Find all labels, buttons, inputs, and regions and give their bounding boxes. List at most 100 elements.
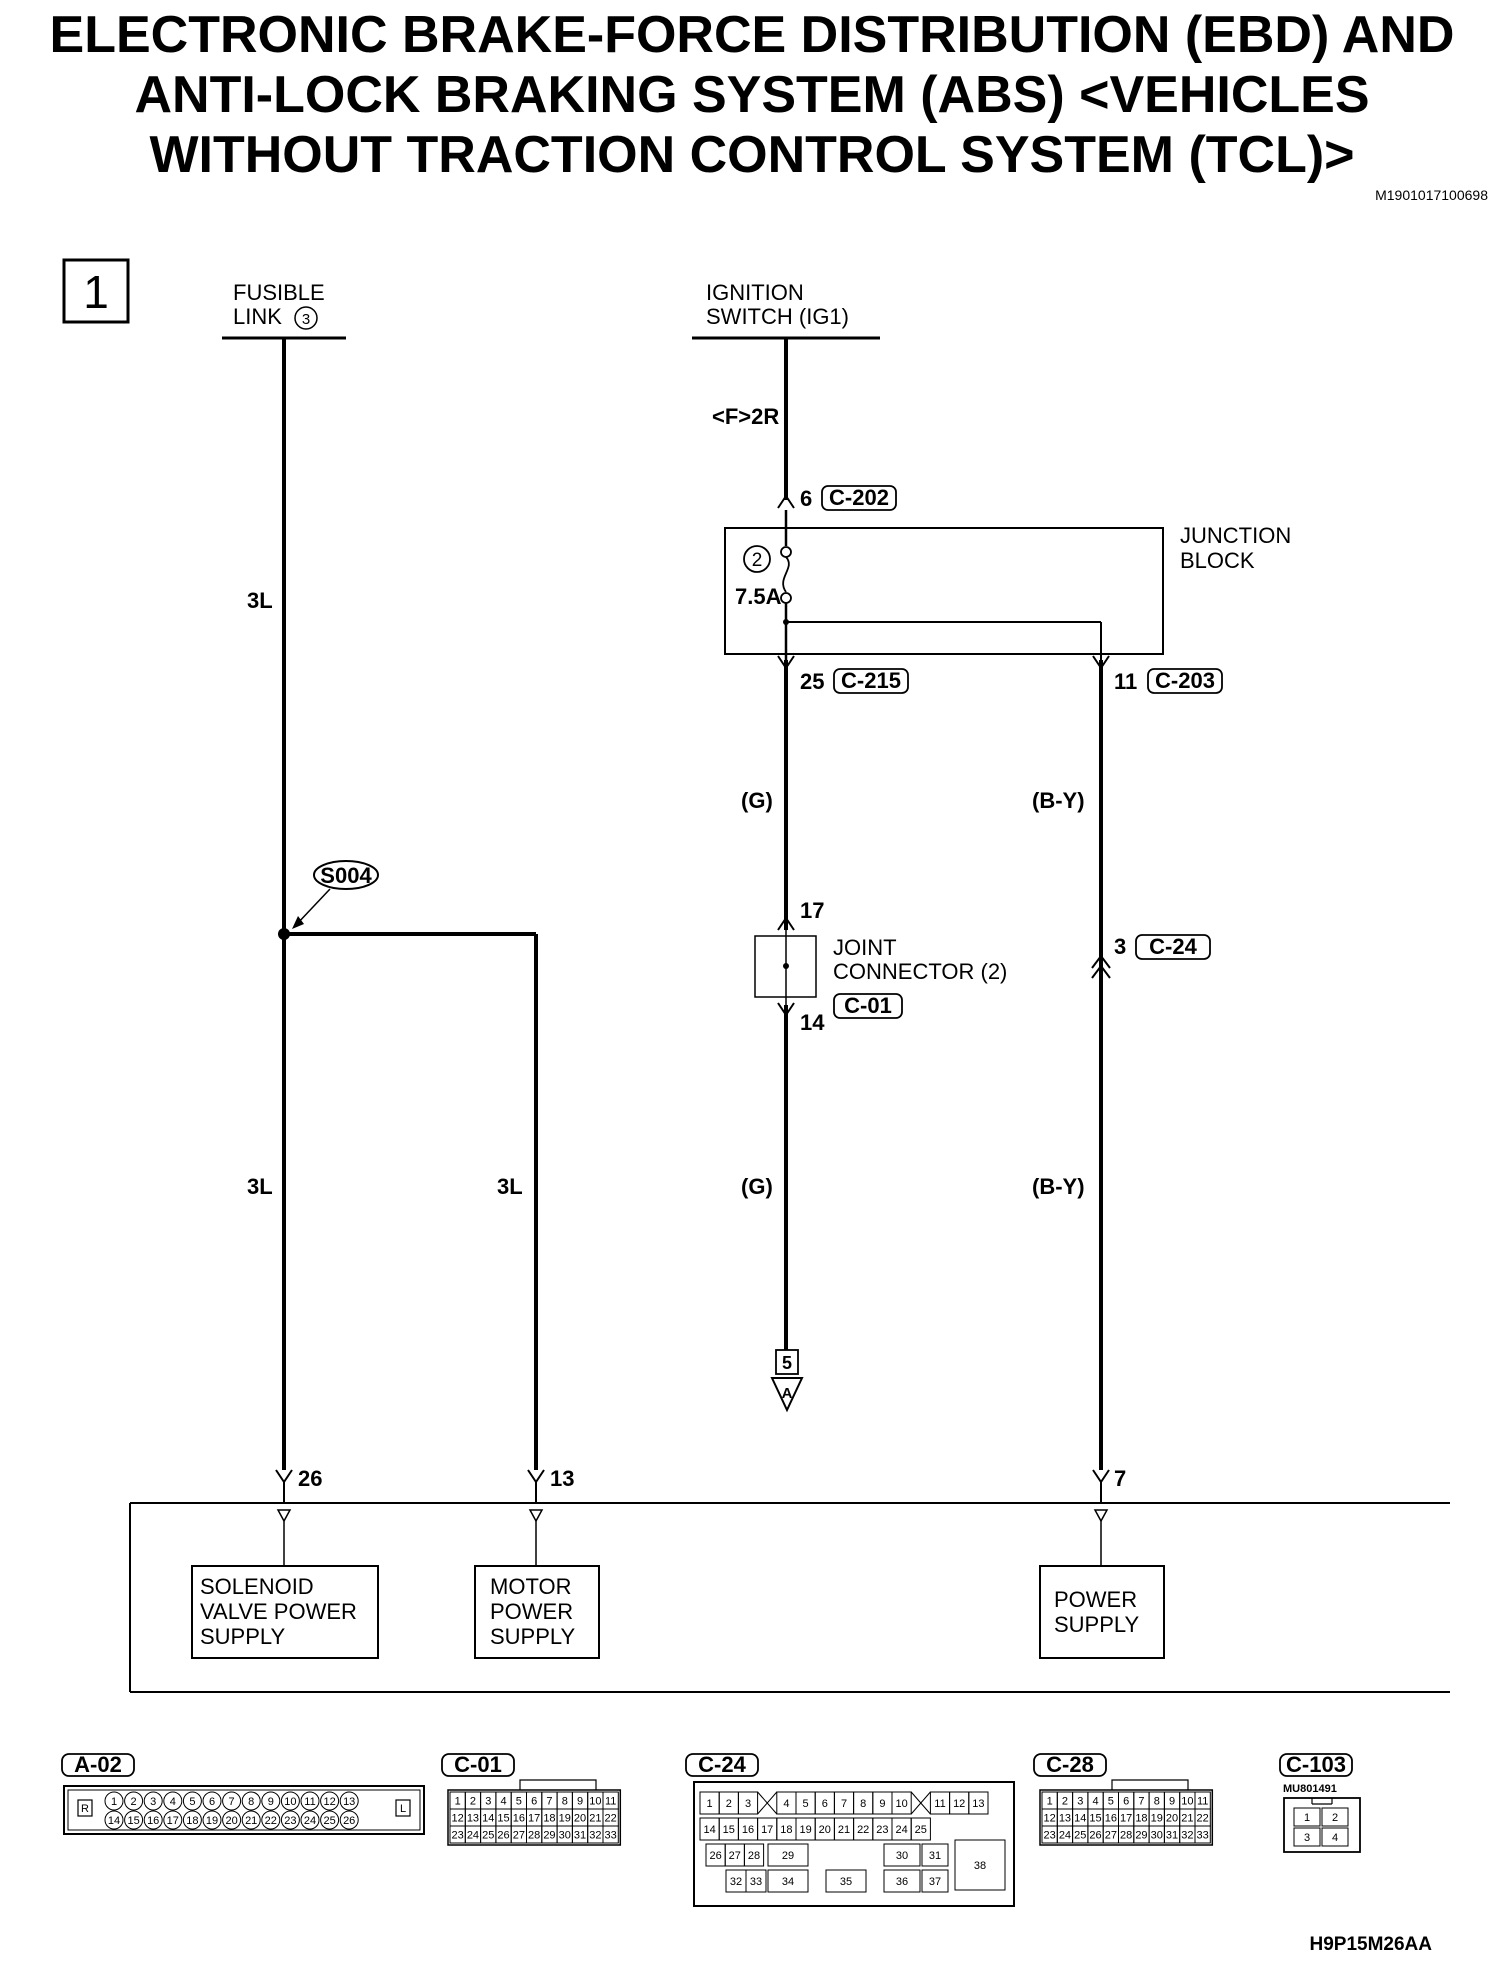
c01-view-label: C-01 (454, 1752, 502, 1777)
ecu-pin-13-arrow (527, 1469, 545, 1484)
c24-pin-cell (825, 1869, 867, 1893)
c01-pin: 18 (543, 1813, 555, 1825)
c24-pin: 3 (745, 1798, 751, 1810)
ecu-pin-26-tri (276, 1509, 292, 1523)
c28-pin: 32 (1181, 1830, 1193, 1842)
c24-pin-cell (910, 1817, 931, 1841)
wire-label-g-a: (G) (741, 788, 773, 813)
c24-pin: 22 (857, 1824, 869, 1836)
a02-pin-circle (241, 1810, 261, 1830)
a02-pin: 5 (189, 1796, 195, 1808)
c28-pin: 8 (1154, 1796, 1160, 1808)
a02-pin: 16 (147, 1815, 159, 1827)
continuation-box (775, 1349, 799, 1375)
c01-pin: 23 (452, 1830, 464, 1842)
c28-pin: 30 (1151, 1830, 1163, 1842)
c01-pin: 14 (482, 1813, 494, 1825)
block-solenoid-1: SOLENOID (200, 1574, 314, 1599)
joint-label-2: CONNECTOR (2) (833, 959, 1007, 984)
joint-arrow-in (777, 916, 795, 931)
a02-pin: 8 (248, 1796, 254, 1808)
c24-pin-cell (921, 1843, 949, 1867)
junction-block-box (724, 527, 1164, 655)
ecu-pin-13-tri (528, 1509, 544, 1523)
c203-conn: C-203 (1155, 668, 1215, 693)
c01-pin: 9 (577, 1796, 583, 1808)
c24-pin: 14 (703, 1824, 715, 1836)
c24-pin: 37 (929, 1876, 941, 1888)
c24-inline-tag (1135, 934, 1211, 960)
c24-pin: 24 (895, 1824, 907, 1836)
c202-conn: C-202 (829, 485, 889, 510)
jb-fuse-term-bottom (780, 592, 792, 604)
c24-pin: 28 (748, 1850, 760, 1862)
wire-label-3l-a: 3L (247, 588, 273, 613)
ecu-pin-7: 7 (1114, 1466, 1126, 1491)
ignition-label-2: SWITCH (IG1) (706, 304, 849, 329)
wire-label-by-a: (B-Y) (1032, 788, 1085, 813)
a02-pin-circle (104, 1791, 124, 1811)
page-badge: 1 (83, 266, 109, 318)
splice-pointer (295, 888, 331, 926)
jb-fuse-number: 2 (752, 550, 763, 571)
a02-pin-circle (339, 1810, 359, 1830)
c24-pin: 13 (972, 1798, 984, 1810)
c01-pin: 20 (574, 1813, 586, 1825)
a02-pin: 9 (268, 1796, 274, 1808)
jb-fuse-number-circle (743, 545, 771, 573)
c01-pin: 33 (605, 1830, 617, 1842)
a02-pin: 2 (131, 1796, 137, 1808)
block-motor-3: SUPPLY (490, 1624, 576, 1649)
c24-arrow-b (1091, 964, 1111, 979)
a02-body-inner (67, 1789, 421, 1831)
wire-label-3l-c: 3L (497, 1174, 523, 1199)
a02-pin-circle (222, 1810, 242, 1830)
c24-pin: 20 (819, 1824, 831, 1836)
a02-pin-circle (143, 1791, 163, 1811)
a02-pin: 15 (127, 1815, 139, 1827)
title-line-3: WITHOUT TRACTION CONTROL SYSTEM (TCL)> (149, 126, 1354, 184)
c28-pin: 33 (1197, 1830, 1209, 1842)
ignition-label-1: IGNITION (706, 280, 804, 305)
fusible-link-label-1: FUSIBLE (233, 280, 325, 305)
c28-pin: 31 (1166, 1830, 1178, 1842)
c28-pin: 12 (1044, 1813, 1056, 1825)
c28-pin: 5 (1108, 1796, 1114, 1808)
a02-pin: 18 (186, 1815, 198, 1827)
c01-pin: 19 (559, 1813, 571, 1825)
a02-left-key (77, 1799, 93, 1817)
c203-pin: 11 (1114, 669, 1137, 694)
a02-right-marker: L (400, 1803, 406, 1815)
ecu-pin-7-tri (1093, 1509, 1109, 1523)
c24-pin: 15 (723, 1824, 735, 1836)
c01-pin: 8 (562, 1796, 568, 1808)
c24-pin: 26 (709, 1850, 721, 1862)
c24-pin-cell (921, 1869, 949, 1893)
a02-pin: 19 (206, 1815, 218, 1827)
c28-view-label: C-28 (1046, 1752, 1094, 1777)
a02-pin-circle (300, 1791, 320, 1811)
a02-pin-circle (143, 1810, 163, 1830)
c215-conn: C-215 (841, 668, 901, 693)
c203-tag (1147, 668, 1223, 694)
continuation-page: 5 (782, 1353, 792, 1373)
a02-pin: 3 (150, 1796, 156, 1808)
c28-pin: 25 (1074, 1830, 1086, 1842)
a02-pin-circle (104, 1810, 124, 1830)
c24-arrow-a (1091, 954, 1111, 969)
c103-pin-cell (1293, 1827, 1321, 1847)
a02-pin: 25 (323, 1815, 335, 1827)
c01-pin: 16 (513, 1813, 525, 1825)
c01-pin: 2 (470, 1796, 476, 1808)
c01-pin: 25 (482, 1830, 494, 1842)
a02-pin: 10 (284, 1796, 296, 1808)
c24-pin: 12 (953, 1798, 965, 1810)
c24-pin-cell (767, 1843, 809, 1867)
c01-conn: C-01 (844, 993, 892, 1018)
c24-pin: 33 (750, 1876, 762, 1888)
jb-branch-dot (783, 619, 789, 625)
c24-view-tag (685, 1753, 759, 1777)
a02-pin: 12 (323, 1796, 335, 1808)
